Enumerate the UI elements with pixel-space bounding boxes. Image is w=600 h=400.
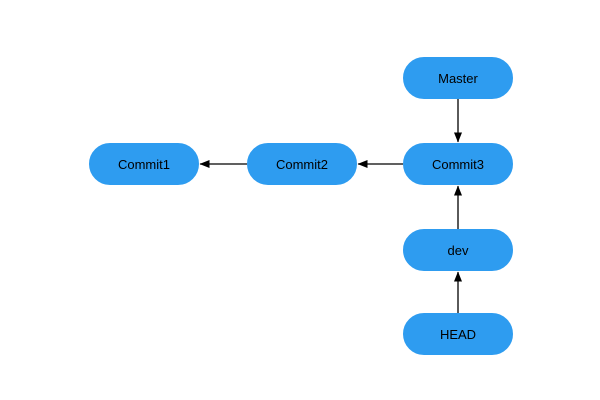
node-commit2[interactable]: Commit2: [247, 143, 357, 185]
node-master[interactable]: Master: [403, 57, 513, 99]
node-label: Master: [438, 70, 478, 86]
node-label: Commit1: [117, 156, 170, 172]
node-commit3[interactable]: Commit3: [403, 143, 513, 185]
node-label: Commit2: [275, 156, 328, 172]
node-head[interactable]: HEAD: [403, 313, 513, 355]
node-label: Commit3: [431, 156, 484, 172]
node-label: dev: [447, 242, 469, 258]
node-commit1[interactable]: Commit1: [89, 143, 199, 185]
node-label: HEAD: [439, 326, 477, 342]
node-dev[interactable]: dev: [403, 229, 513, 271]
